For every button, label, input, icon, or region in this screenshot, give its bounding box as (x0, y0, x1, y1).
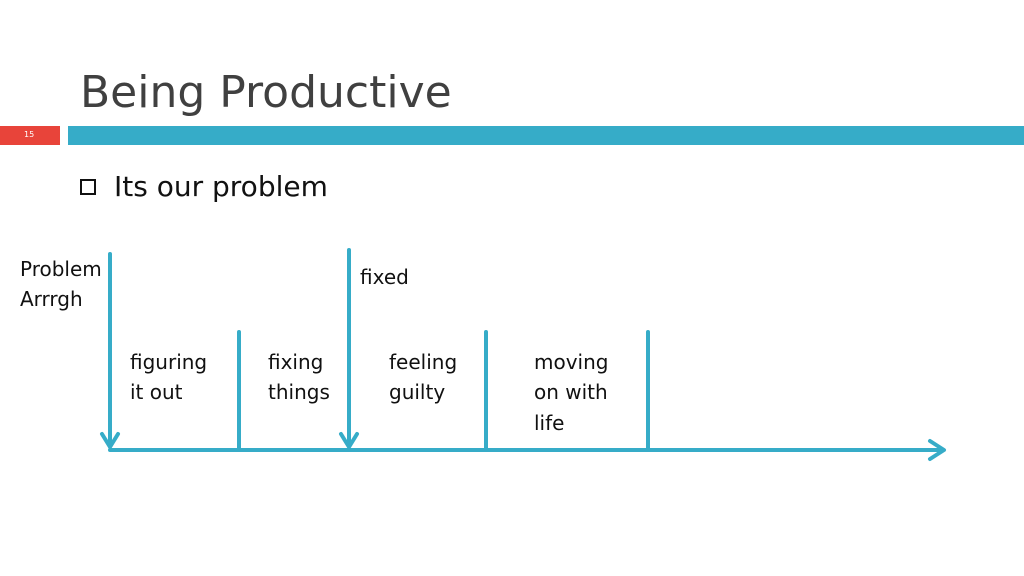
phase-label-figuring-line-2: it out (130, 380, 183, 404)
fixed-label: fixed (360, 265, 409, 289)
fixed-arrowhead (339, 432, 359, 449)
timeline-arrowhead (928, 439, 946, 461)
phase-label-guilty-line-1: feeling (389, 350, 458, 374)
phase-label-figuring-line-1: figuring (130, 350, 208, 374)
slide-number: 15 (24, 130, 35, 139)
phase-label-fixing-line-2: things (268, 380, 330, 404)
phase-label-moving-line-3: life (534, 411, 565, 435)
phase-label-moving-line-2: on with (534, 380, 608, 404)
problem-label-line-2: Arrrgh (20, 287, 83, 311)
problem-arrowhead (100, 432, 120, 449)
phase-label-fixing-line-1: fixing (268, 350, 324, 374)
accent-bar (68, 126, 1024, 145)
bullet-square-icon (80, 179, 96, 195)
slide-number-bar (0, 126, 60, 145)
phase-label-moving-line-1: moving (534, 350, 609, 374)
phase-label-guilty-line-2: guilty (389, 380, 446, 404)
bullet-text: Its our problem (114, 170, 328, 203)
problem-label-line-1: Problem (20, 257, 102, 281)
slide-title: Being Productive (80, 67, 452, 118)
